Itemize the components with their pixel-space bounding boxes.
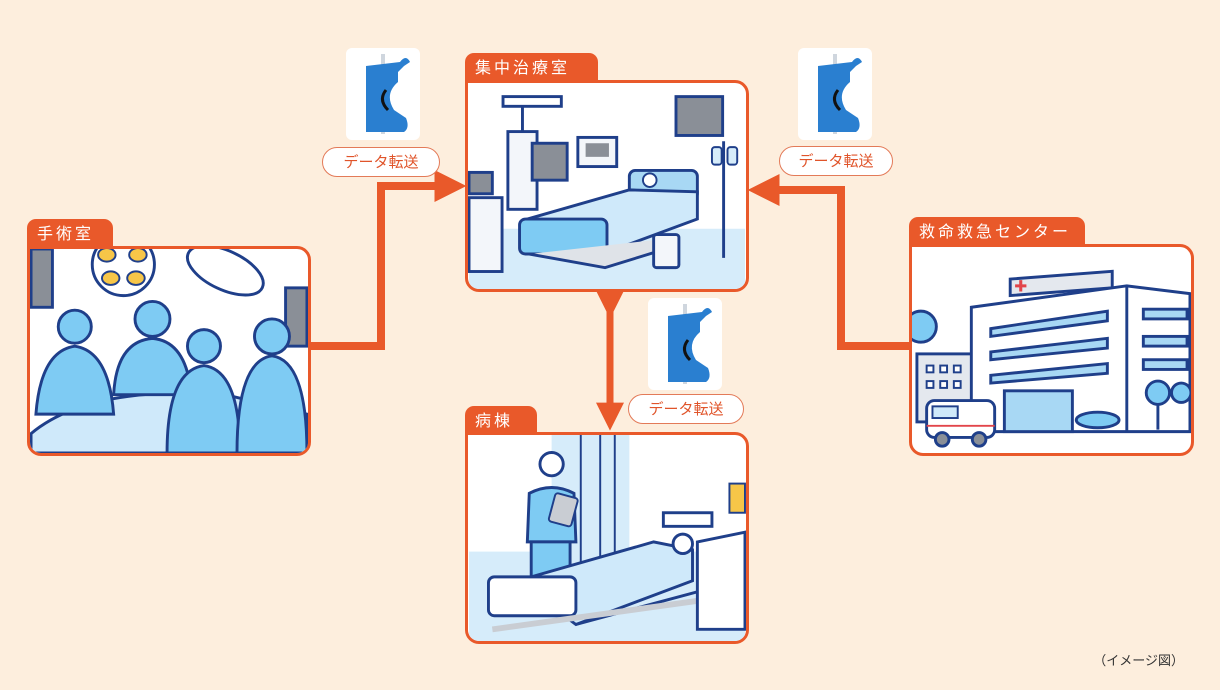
icu-scene-image [468, 95, 745, 289]
edge-label-pill: データ転送 [779, 146, 893, 176]
ward-scene-image [469, 435, 746, 641]
node-emergency-center-label: 救命救急センター [909, 217, 1085, 247]
node-ward-label: 病棟 [465, 406, 537, 436]
data-transfer-device-icon [648, 298, 722, 390]
data-transfer-device-icon [346, 48, 420, 140]
operating-room-illustration [27, 246, 311, 456]
ward-illustration [465, 432, 749, 644]
node-icu-label: 集中治療室 [465, 53, 598, 83]
edge-label-pill: データ転送 [322, 147, 440, 177]
edge-label-pill: データ転送 [628, 394, 744, 424]
edge-er-to-icu [747, 174, 912, 350]
emergency-center-scene-image: ✚ [912, 269, 1191, 448]
operating-room-scene-image [30, 249, 308, 453]
node-operating-room-label: 手術室 [27, 219, 113, 249]
data-transfer-device-icon [798, 48, 872, 140]
image-caption: （イメージ図） [1093, 654, 1184, 669]
emergency-center-illustration: ✚ [909, 244, 1194, 456]
edge-or-to-icu [308, 170, 467, 350]
icu-illustration [465, 80, 749, 292]
svg-text:✚: ✚ [1014, 278, 1027, 296]
